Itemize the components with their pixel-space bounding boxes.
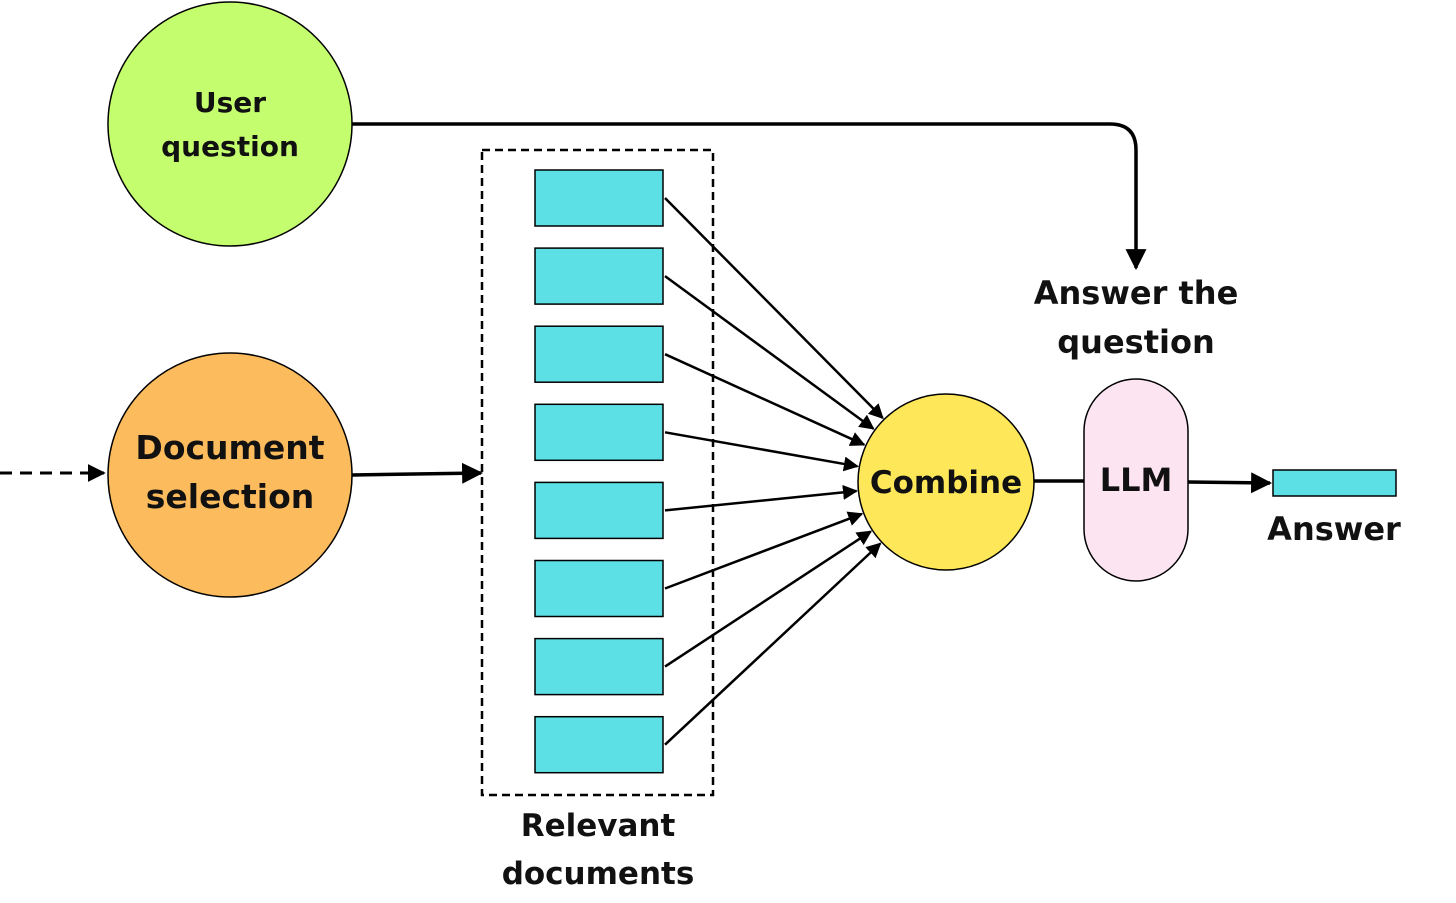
llm-to-answer-arrow (1187, 472, 1273, 494)
document-arrow-5 (664, 484, 858, 512)
user-question-circle (107, 1, 353, 247)
document-box-7 (534, 637, 664, 696)
document-arrow-8 (664, 542, 882, 746)
document-arrow-3 (664, 353, 866, 446)
llm-label: LLM (1100, 461, 1173, 499)
document-box-8 (534, 715, 664, 774)
answer-the-question-label-line2: question (1057, 323, 1214, 361)
document-arrows (664, 197, 884, 746)
document-arrow-6 (664, 511, 864, 590)
relevant-documents-label-line1: Relevant (521, 808, 676, 844)
document-box-6 (534, 559, 664, 618)
document-selection-circle (107, 352, 353, 598)
document-arrow-1 (664, 197, 884, 420)
llm-node: LLM (1083, 378, 1189, 582)
answer-the-question-label-line1: Answer the (1034, 274, 1239, 312)
combine-node: Combine (857, 393, 1035, 571)
document-selection-label-line1: Document (135, 428, 324, 467)
document-arrow-4 (664, 431, 859, 472)
answer-label: Answer (1267, 510, 1401, 548)
document-box-1 (534, 169, 664, 227)
answer-node: Answer (1267, 469, 1401, 548)
combine-label: Combine (870, 465, 1022, 501)
document-arrow-7 (664, 530, 873, 668)
document-arrow-2 (664, 275, 875, 430)
relevant-documents-container (480, 148, 715, 797)
document-box-4 (534, 403, 664, 462)
document-box-5 (534, 481, 664, 540)
selection-to-documents-arrow (351, 462, 484, 484)
user-question-node: User question (107, 1, 353, 247)
relevant-documents-label-line2: documents (502, 856, 695, 892)
question-to-llm-arrow (352, 122, 1147, 271)
llm-pill (1083, 378, 1189, 582)
document-boxes (534, 169, 664, 774)
user-question-label-line2: question (161, 130, 299, 163)
document-selection-label-line2: selection (146, 477, 315, 516)
document-box-3 (534, 325, 664, 383)
document-selection-node: Document selection (107, 352, 353, 598)
user-question-label-line1: User (194, 86, 266, 119)
document-box-2 (534, 247, 664, 305)
answer-box (1272, 469, 1397, 497)
